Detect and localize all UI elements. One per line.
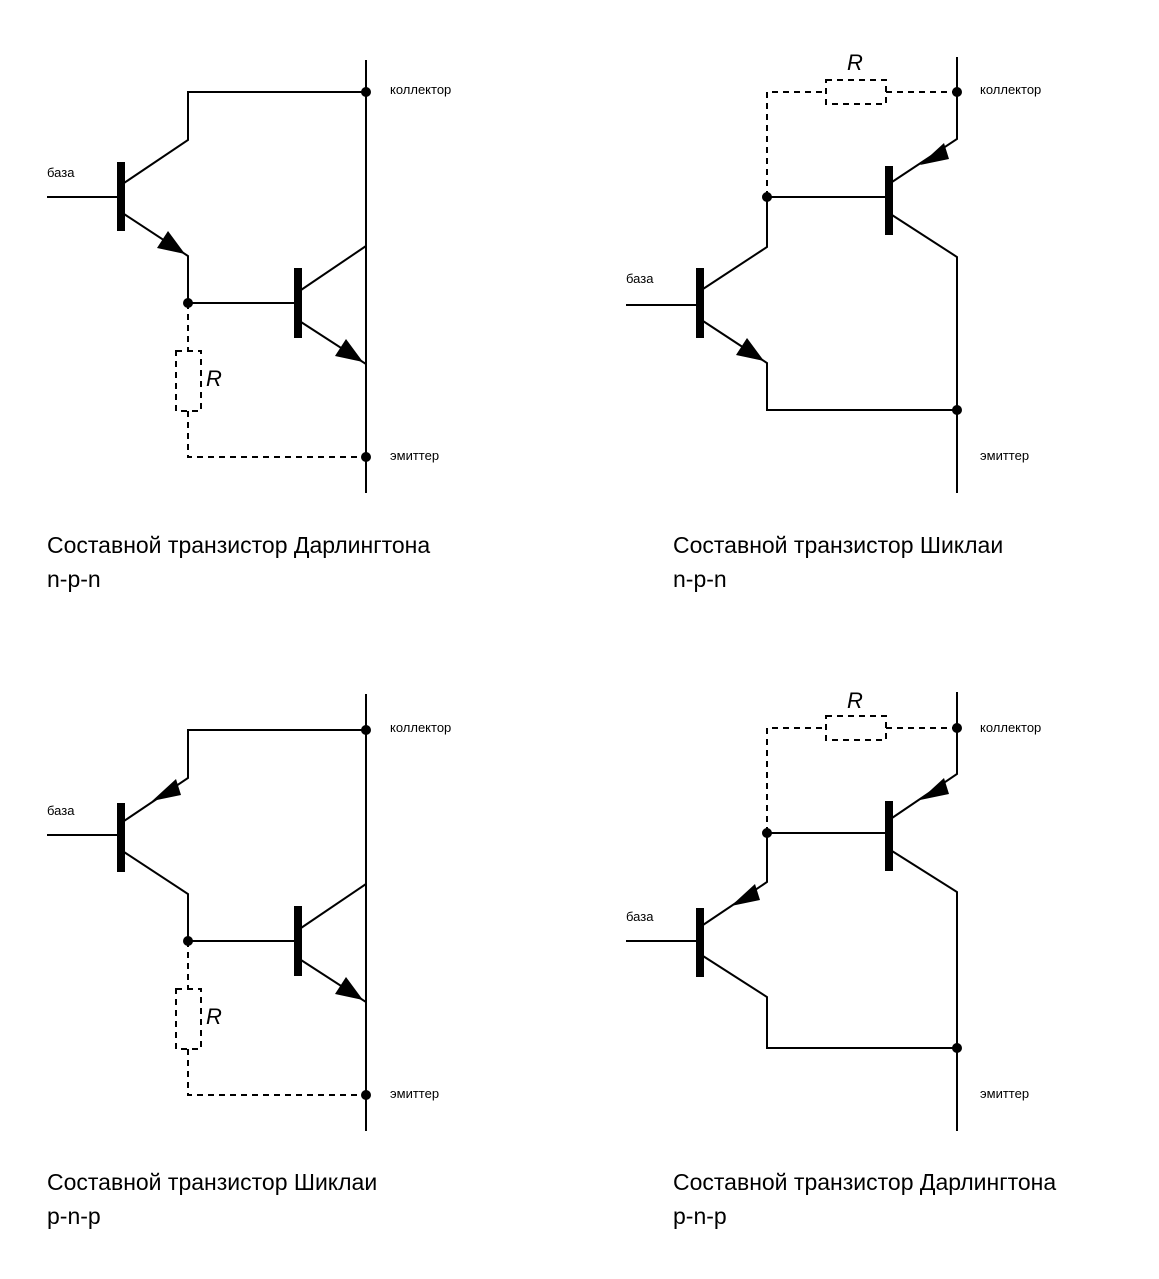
collector-label: коллектор [390, 720, 451, 735]
junction-node [183, 298, 193, 308]
t2-emitter-wire [300, 959, 367, 1038]
emitter-label: эмиттер [390, 1086, 439, 1101]
t2-collector-wire [891, 850, 958, 1131]
t1-emitter-wire [702, 833, 768, 926]
resistor-r [175, 988, 202, 1050]
collector-node [952, 723, 962, 733]
circuit-darlington-npn: коллектор эмиттер база R [47, 60, 451, 493]
caption-title: Составной транзистор Шиклаи [47, 1169, 378, 1195]
base-label: база [626, 271, 654, 286]
collector-node [361, 725, 371, 735]
t1-collector-wire [702, 197, 768, 290]
emitter-label: эмиттер [980, 448, 1029, 463]
collector-label: коллектор [390, 82, 451, 97]
collector-label: коллектор [980, 720, 1041, 735]
t1-emitter-arrow-icon [736, 338, 764, 361]
resistor-lead [187, 1049, 366, 1096]
resistor-r [175, 350, 202, 412]
t2-collector-wire [891, 214, 958, 493]
t1-emitter-arrow-icon [157, 231, 185, 254]
junction-node [762, 828, 772, 838]
t2-emitter-arrow-icon [920, 778, 949, 800]
caption-title: Составной транзистор Дарлингтона [47, 532, 431, 558]
caption-darlington-pnp: Составной транзистор Дарлингтона p-n-p [673, 1165, 1056, 1233]
t2-base-bar [294, 268, 302, 338]
emitter-node [952, 1043, 962, 1053]
t2-base-bar [885, 166, 893, 235]
output-rail-upper [891, 57, 958, 183]
resistor-r [825, 715, 887, 741]
resistor-lead [187, 411, 366, 458]
caption-title: Составной транзистор Дарлингтона [673, 1169, 1057, 1195]
caption-sziklai-pnp: Составной транзистор Шиклаи p-n-p [47, 1165, 377, 1233]
junction-node [183, 936, 193, 946]
emitter-label: эмиттер [980, 1086, 1029, 1101]
base-label: база [47, 165, 75, 180]
t1-emitter-wire [702, 320, 957, 411]
resistor-label: R [847, 688, 863, 713]
t2-base-bar [885, 801, 893, 871]
emitter-node [361, 1090, 371, 1100]
t2-collector-wire [300, 245, 367, 291]
junction-node [762, 192, 772, 202]
resistor-label: R [206, 366, 222, 391]
circuit-sziklai-pnp: коллектор эмиттер база R [47, 694, 451, 1131]
resistor-label: R [847, 50, 863, 75]
output-rail-upper [891, 692, 958, 819]
t1-collector-wire [702, 955, 957, 1049]
caption-polarity: n-p-n [673, 566, 727, 592]
caption-polarity: p-n-p [673, 1203, 727, 1229]
t1-base-bar [117, 803, 125, 872]
t1-emitter-wire [123, 213, 295, 304]
emitter-label: эмиттер [390, 448, 439, 463]
resistor-lead [766, 727, 826, 833]
caption-title: Составной транзистор Шиклаи [673, 532, 1004, 558]
resistor-lead [766, 91, 826, 197]
t2-emitter-arrow-icon [335, 977, 363, 1000]
collector-node [361, 87, 371, 97]
emitter-node [952, 405, 962, 415]
caption-polarity: n-p-n [47, 566, 101, 592]
caption-sziklai-npn: Составной транзистор Шиклаи n-p-n [673, 528, 1003, 596]
t1-collector-wire [123, 91, 366, 184]
base-label: база [626, 909, 654, 924]
t2-emitter-arrow-icon [335, 339, 363, 362]
t2-emitter-arrow-icon [920, 143, 949, 165]
t1-emitter-arrow-icon [731, 884, 760, 906]
caption-darlington-npn: Составной транзистор Дарлингтона n-p-n [47, 528, 430, 596]
t1-collector-wire [123, 851, 295, 942]
collector-node [952, 87, 962, 97]
circuit-darlington-pnp: коллектор эмиттер база R [626, 688, 1041, 1131]
base-label: база [47, 803, 75, 818]
t2-collector-wire [300, 883, 367, 929]
t2-emitter-wire [300, 321, 367, 400]
t1-base-bar [696, 908, 704, 977]
t1-base-bar [696, 268, 704, 338]
caption-polarity: p-n-p [47, 1203, 101, 1229]
t2-base-bar [294, 906, 302, 976]
collector-label: коллектор [980, 82, 1041, 97]
t1-emitter-wire [123, 729, 366, 822]
resistor-label: R [206, 1004, 222, 1029]
emitter-node [361, 452, 371, 462]
resistor-r [825, 79, 887, 105]
t1-base-bar [117, 162, 125, 231]
circuit-sziklai-npn: коллектор эмиттер база R [626, 50, 1041, 493]
t1-emitter-arrow-icon [152, 779, 181, 801]
